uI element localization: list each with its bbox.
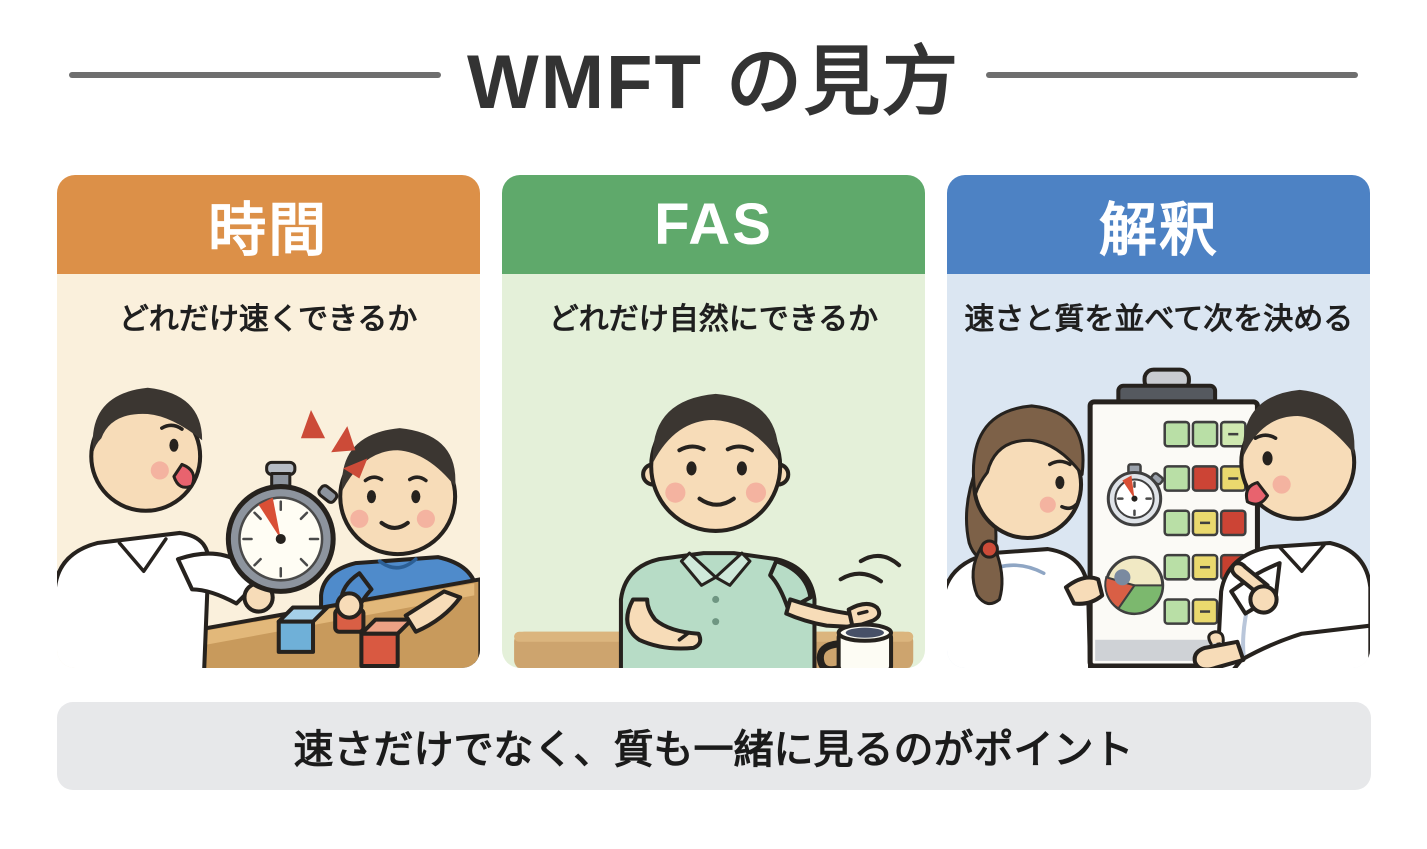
card-fas-header: FAS [501,175,926,274]
illustration-time [56,338,480,668]
card-time-title: 時間 [208,197,329,263]
motion-lines [838,554,901,584]
clinician-right [1192,389,1371,668]
scorecard-grid [1163,420,1247,625]
card-interpretation: 解釈 速さと質を並べて次を決める [947,175,1371,668]
card-time: 時間 どれだけ速くできるか [56,175,480,668]
illustration-fas [502,338,925,668]
stopwatch-chart-icon [1106,463,1165,527]
card-time-body: どれだけ速くできるか [56,274,480,668]
card-time-subtitle: どれだけ速くできるか [118,303,418,336]
card-time-header: 時間 [56,175,480,274]
card-interpretation-header: 解釈 [947,175,1371,274]
mug [816,622,893,668]
illustration-interpretation [947,338,1371,668]
title-row: WMFT の見方 [0,0,1427,150]
card-interpretation-title: 解釈 [1098,197,1219,263]
card-interpretation-body: 速さと質を並べて次を決める [947,274,1371,668]
man-figure [618,393,882,668]
blocks [276,605,414,668]
card-fas: FAS どれだけ自然にできるか [501,175,926,668]
title-left-rule [68,72,441,78]
card-fas-title: FAS [654,192,773,257]
pie-chart-icon [1104,555,1165,616]
cards-row: 時間 どれだけ速くできるか [56,175,1371,668]
page-title: WMFT の見方 [466,40,960,125]
card-interpretation-subtitle: 速さと質を並べて次を決める [964,303,1354,336]
card-fas-body: どれだけ自然にできるか [501,274,926,668]
patient-arms [332,571,462,634]
clinician-left-hand [1064,575,1105,606]
clinician-left [947,404,1093,668]
therapist-figure [56,387,275,668]
stopwatch-icon [225,409,367,594]
keypoint-bar: 速さだけでなく、質も一緒に見るのがポイント [56,702,1371,790]
title-right-rule [986,72,1358,78]
clipboard [1087,367,1261,668]
card-fas-subtitle: どれだけ自然にできるか [548,303,879,336]
keypoint-text: 速さだけでなく、質も一緒に見るのがポイント [293,728,1134,772]
